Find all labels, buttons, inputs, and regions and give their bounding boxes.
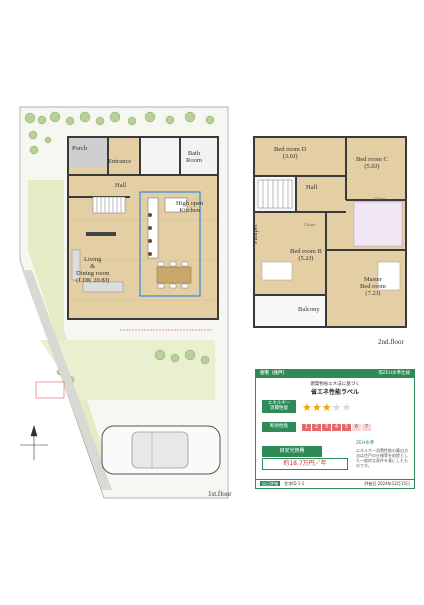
floor1-walls <box>67 136 219 320</box>
energy-efficiency-label: 等ZEH水準仕様 住宅（住戸） 建築物省エネ法に基づく 省エネ性能ラベル エネル… <box>255 369 415 489</box>
star-icon: ★ <box>311 401 322 414</box>
closet2-label: Closet <box>304 222 316 227</box>
car-illustration <box>101 425 221 475</box>
balcony-label: Balcony <box>298 306 320 313</box>
energy-label-header-right: 等ZEH水準仕様 <box>378 371 410 376</box>
tv <box>86 232 116 236</box>
note-box <box>35 381 65 399</box>
bed-room-d-label: Bed room D (3.0J) <box>274 146 307 160</box>
floor1-stairs <box>92 196 126 214</box>
balcony-floor <box>254 295 326 327</box>
floor2-walls <box>253 136 407 328</box>
side-path <box>22 270 112 490</box>
energy-label-subtitle: 建築物省エネ法に基づく <box>310 382 360 387</box>
hedge-plants <box>24 111 215 385</box>
cost-value: 約18.7万円／年 <box>262 458 348 470</box>
garden-area <box>40 340 215 400</box>
insulation-level-cell: 1 <box>302 424 311 431</box>
insulation-level-cell: 5 <box>342 424 351 431</box>
energy-label-header-left: 住宅（住戸） <box>260 371 287 376</box>
bed-b <box>261 261 293 281</box>
lawn-area <box>28 180 110 470</box>
bed-room-b-label: Bed room B (5.2J) <box>290 248 322 262</box>
star-icon: ★ <box>341 401 352 414</box>
insulation-level-cell: 7 <box>362 424 371 431</box>
hall-label: Hall <box>115 182 127 189</box>
insulation-level-cell: 2 <box>312 424 321 431</box>
zeh-badge: ZEH水準 <box>356 441 375 446</box>
floor2-stairs <box>257 179 293 209</box>
floor1-title: 1st.floor <box>208 490 232 498</box>
closet-label: Closet <box>374 196 386 201</box>
energy-note: エネルギー消費性能の算出方法は住戸の仕様等を前提とした一般的な条件を基にしたもの… <box>356 448 408 468</box>
closet-area <box>353 201 403 247</box>
kitchen-outline <box>139 191 201 297</box>
cost-label: 目安光熱費 <box>262 446 322 457</box>
master-bed-room-label: Master Bed room (7.2J) <box>360 276 386 297</box>
star-icon: ★ <box>321 401 332 414</box>
star-icon: ★ <box>302 401 312 414</box>
bed-room-c-label: Bed room C (5.0J) <box>356 156 388 170</box>
energy-stars: ★★★★★ <box>302 401 351 414</box>
insulation-level-cell: 3 <box>322 424 331 431</box>
energy-performance-label: エネルギー 消費性能 <box>262 400 296 413</box>
parapet-label: Parapet <box>252 224 259 245</box>
sofa <box>82 281 124 293</box>
footer-date: 評価日 2024年12月15日 <box>364 481 410 486</box>
footer-id: 住宅ID 1-1 <box>284 481 305 486</box>
energy-label-footer: 自己評価 住宅ID 1-1 評価日 2024年12月15日 <box>256 479 414 488</box>
bath-room-label: Bath Room <box>186 150 202 164</box>
insulation-label: 断熱性能 <box>262 422 296 432</box>
porch-floor <box>68 137 108 167</box>
energy-label-header: 等ZEH水準仕様 住宅（住戸） <box>256 370 414 378</box>
porch-label: Porch <box>72 145 88 152</box>
kitchen-stools <box>148 213 152 256</box>
star-icon: ★ <box>331 401 342 414</box>
entrance-label: Entrance <box>108 158 132 165</box>
hall-2f-label: Hall <box>306 184 318 191</box>
dining-table <box>156 266 192 284</box>
master-bed <box>377 261 401 291</box>
flooring-lines <box>68 199 218 301</box>
ldk-label: Living & Dining room (LDK 20.8J) <box>76 256 110 284</box>
compass-icon <box>20 424 48 460</box>
bath-floor <box>180 137 218 175</box>
insulation-level-cell: 4 <box>332 424 341 431</box>
kitchen-label: High open Kitchen <box>176 200 204 214</box>
energy-label-title: 省エネ性能ラベル <box>310 389 359 396</box>
floor2-title: 2nd.floor <box>378 338 404 346</box>
self-evaluation-tag: 自己評価 <box>260 481 280 486</box>
insulation-level-cell: 6 <box>352 424 361 431</box>
